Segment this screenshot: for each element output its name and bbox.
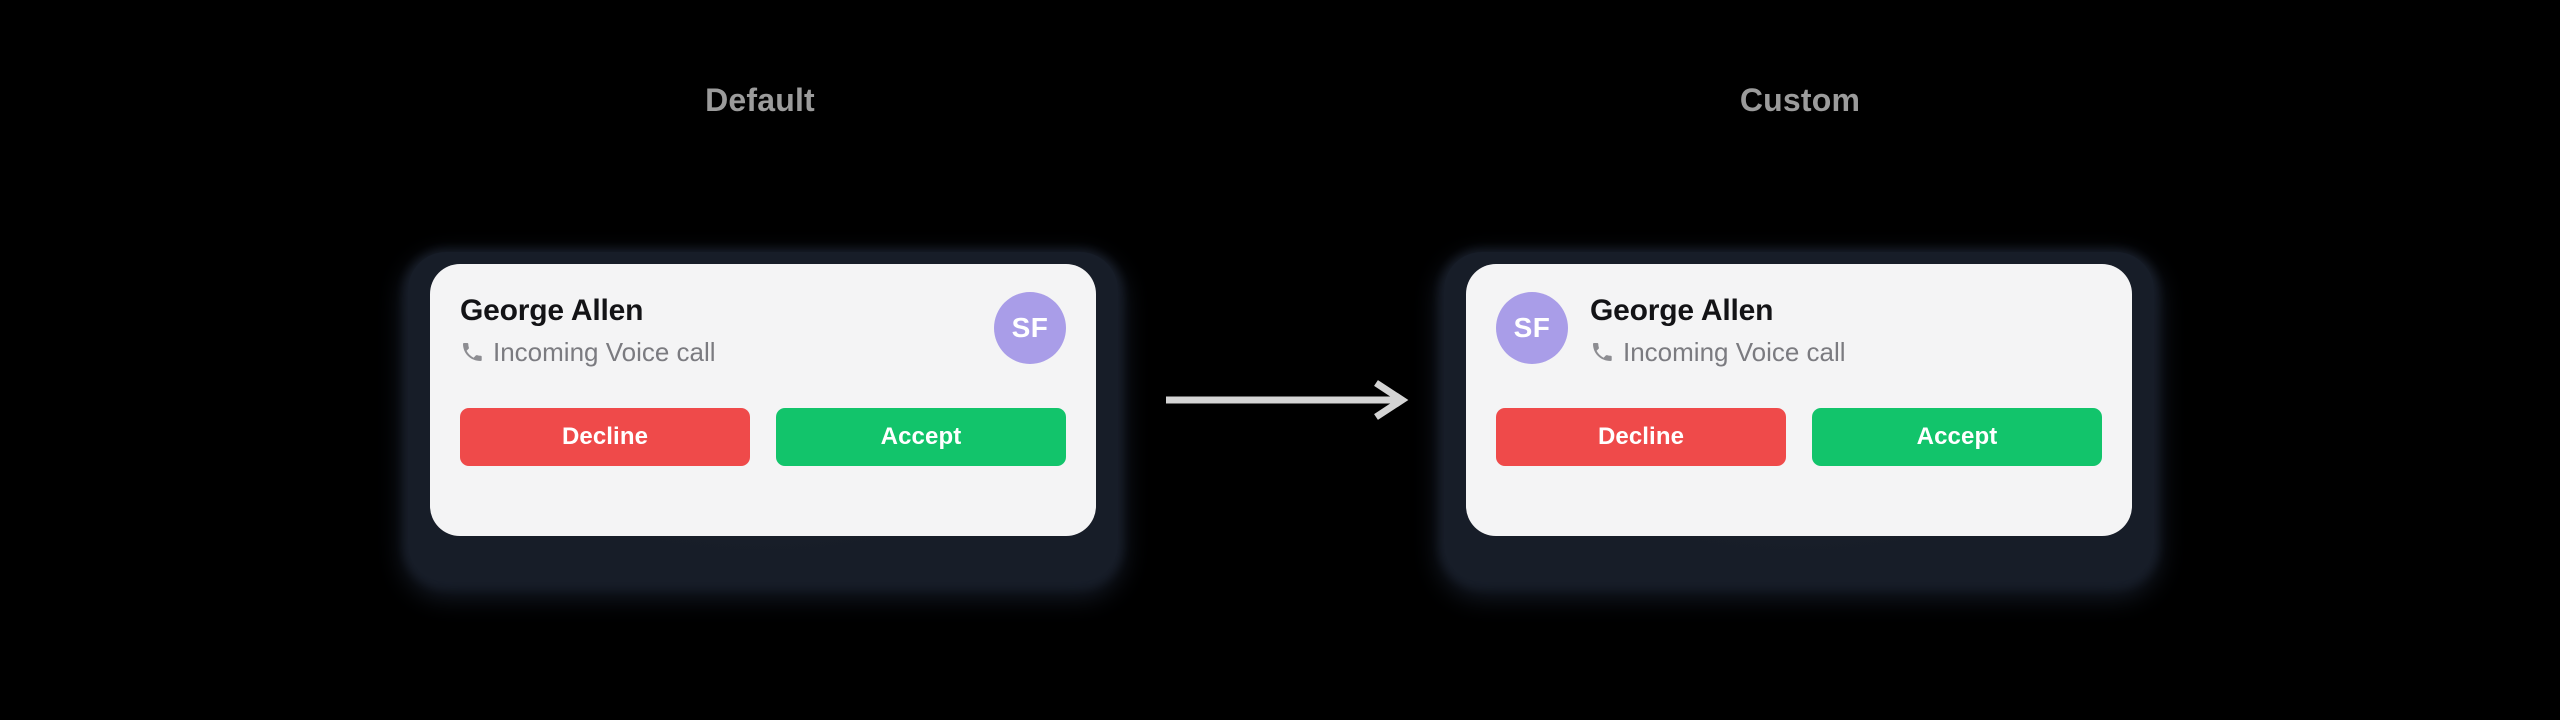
notification-header-default: George Allen Incoming Voice call SF: [460, 292, 1066, 398]
call-status-text: Incoming Voice call: [1623, 337, 1846, 367]
column-heading-custom: Custom: [1739, 82, 1861, 118]
caller-name: George Allen: [1590, 294, 1774, 327]
notification-surface-custom: SF George Allen Incoming Voice call: [1466, 264, 2132, 536]
card-bezel-default: George Allen Incoming Voice call SF: [394, 238, 1132, 596]
caller-info-custom: George Allen Incoming Voice call: [1590, 292, 2102, 368]
notification-actions-default: Decline Accept: [460, 408, 1066, 466]
decline-button[interactable]: Decline: [1496, 408, 1786, 466]
notification-card-default: George Allen Incoming Voice call SF: [394, 238, 1132, 596]
phone-icon: [460, 340, 484, 364]
column-heading-default: Default: [705, 82, 815, 118]
call-status-row: Incoming Voice call: [1590, 336, 2102, 368]
notification-header-custom: SF George Allen Incoming Voice call: [1496, 292, 2102, 398]
notification-actions-custom: Decline Accept: [1496, 408, 2102, 466]
notification-card-custom: SF George Allen Incoming Voice call: [1430, 238, 2168, 596]
caller-name: George Allen: [460, 294, 644, 327]
call-status-row: Incoming Voice call: [460, 336, 972, 368]
decline-button[interactable]: Decline: [460, 408, 750, 466]
card-bezel-custom: SF George Allen Incoming Voice call: [1430, 238, 2168, 596]
caller-info-default: George Allen Incoming Voice call: [460, 292, 972, 368]
call-status-text: Incoming Voice call: [493, 337, 716, 367]
notification-surface-default: George Allen Incoming Voice call SF: [430, 264, 1096, 536]
accept-button[interactable]: Accept: [1812, 408, 2102, 466]
avatar: SF: [994, 292, 1066, 364]
accept-button[interactable]: Accept: [776, 408, 1066, 466]
avatar: SF: [1496, 292, 1568, 364]
flow-arrow-icon: [1162, 380, 1412, 420]
phone-icon: [1590, 340, 1614, 364]
